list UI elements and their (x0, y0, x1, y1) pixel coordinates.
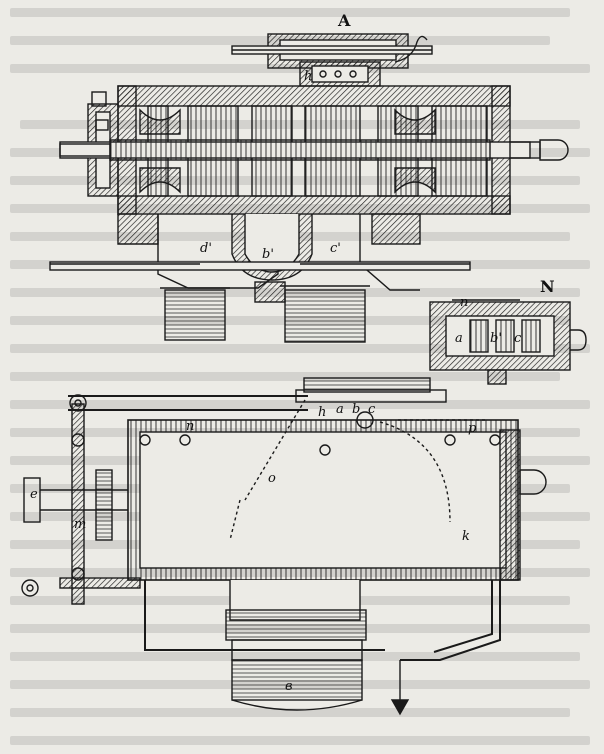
label-k: k (462, 529, 470, 544)
label-v: в (285, 679, 293, 694)
label-h: h (318, 405, 326, 420)
label-b-prime: b' (262, 247, 274, 262)
label-c: c (368, 402, 376, 417)
label-n: N (540, 277, 555, 296)
label-d-prime: d' (200, 241, 212, 256)
exterior-view (21, 377, 547, 716)
label-b: b (352, 402, 360, 417)
label-c-inset: c (514, 331, 522, 346)
sectional-view (49, 33, 587, 385)
figure-labels: A N d' b' c' h a b c h n o p m k e n a b… (30, 11, 555, 694)
label-h-top: h (304, 69, 312, 84)
port-chamber (49, 213, 471, 343)
label-m: m (74, 517, 86, 532)
valve-block-a (231, 33, 433, 87)
label-n-inset: n (460, 295, 468, 310)
label-e: e (30, 487, 38, 502)
label-a-inset: a (455, 331, 463, 346)
label-a-top: A (337, 11, 351, 30)
label-n-left: n (186, 419, 194, 434)
label-p: p (468, 421, 477, 436)
label-c-prime: c' (330, 241, 341, 256)
valve-inset-n (429, 299, 587, 385)
label-o: o (268, 471, 276, 486)
label-b-inset: b' (490, 331, 502, 346)
label-a: a (336, 402, 344, 417)
cylinder-section (59, 85, 569, 215)
